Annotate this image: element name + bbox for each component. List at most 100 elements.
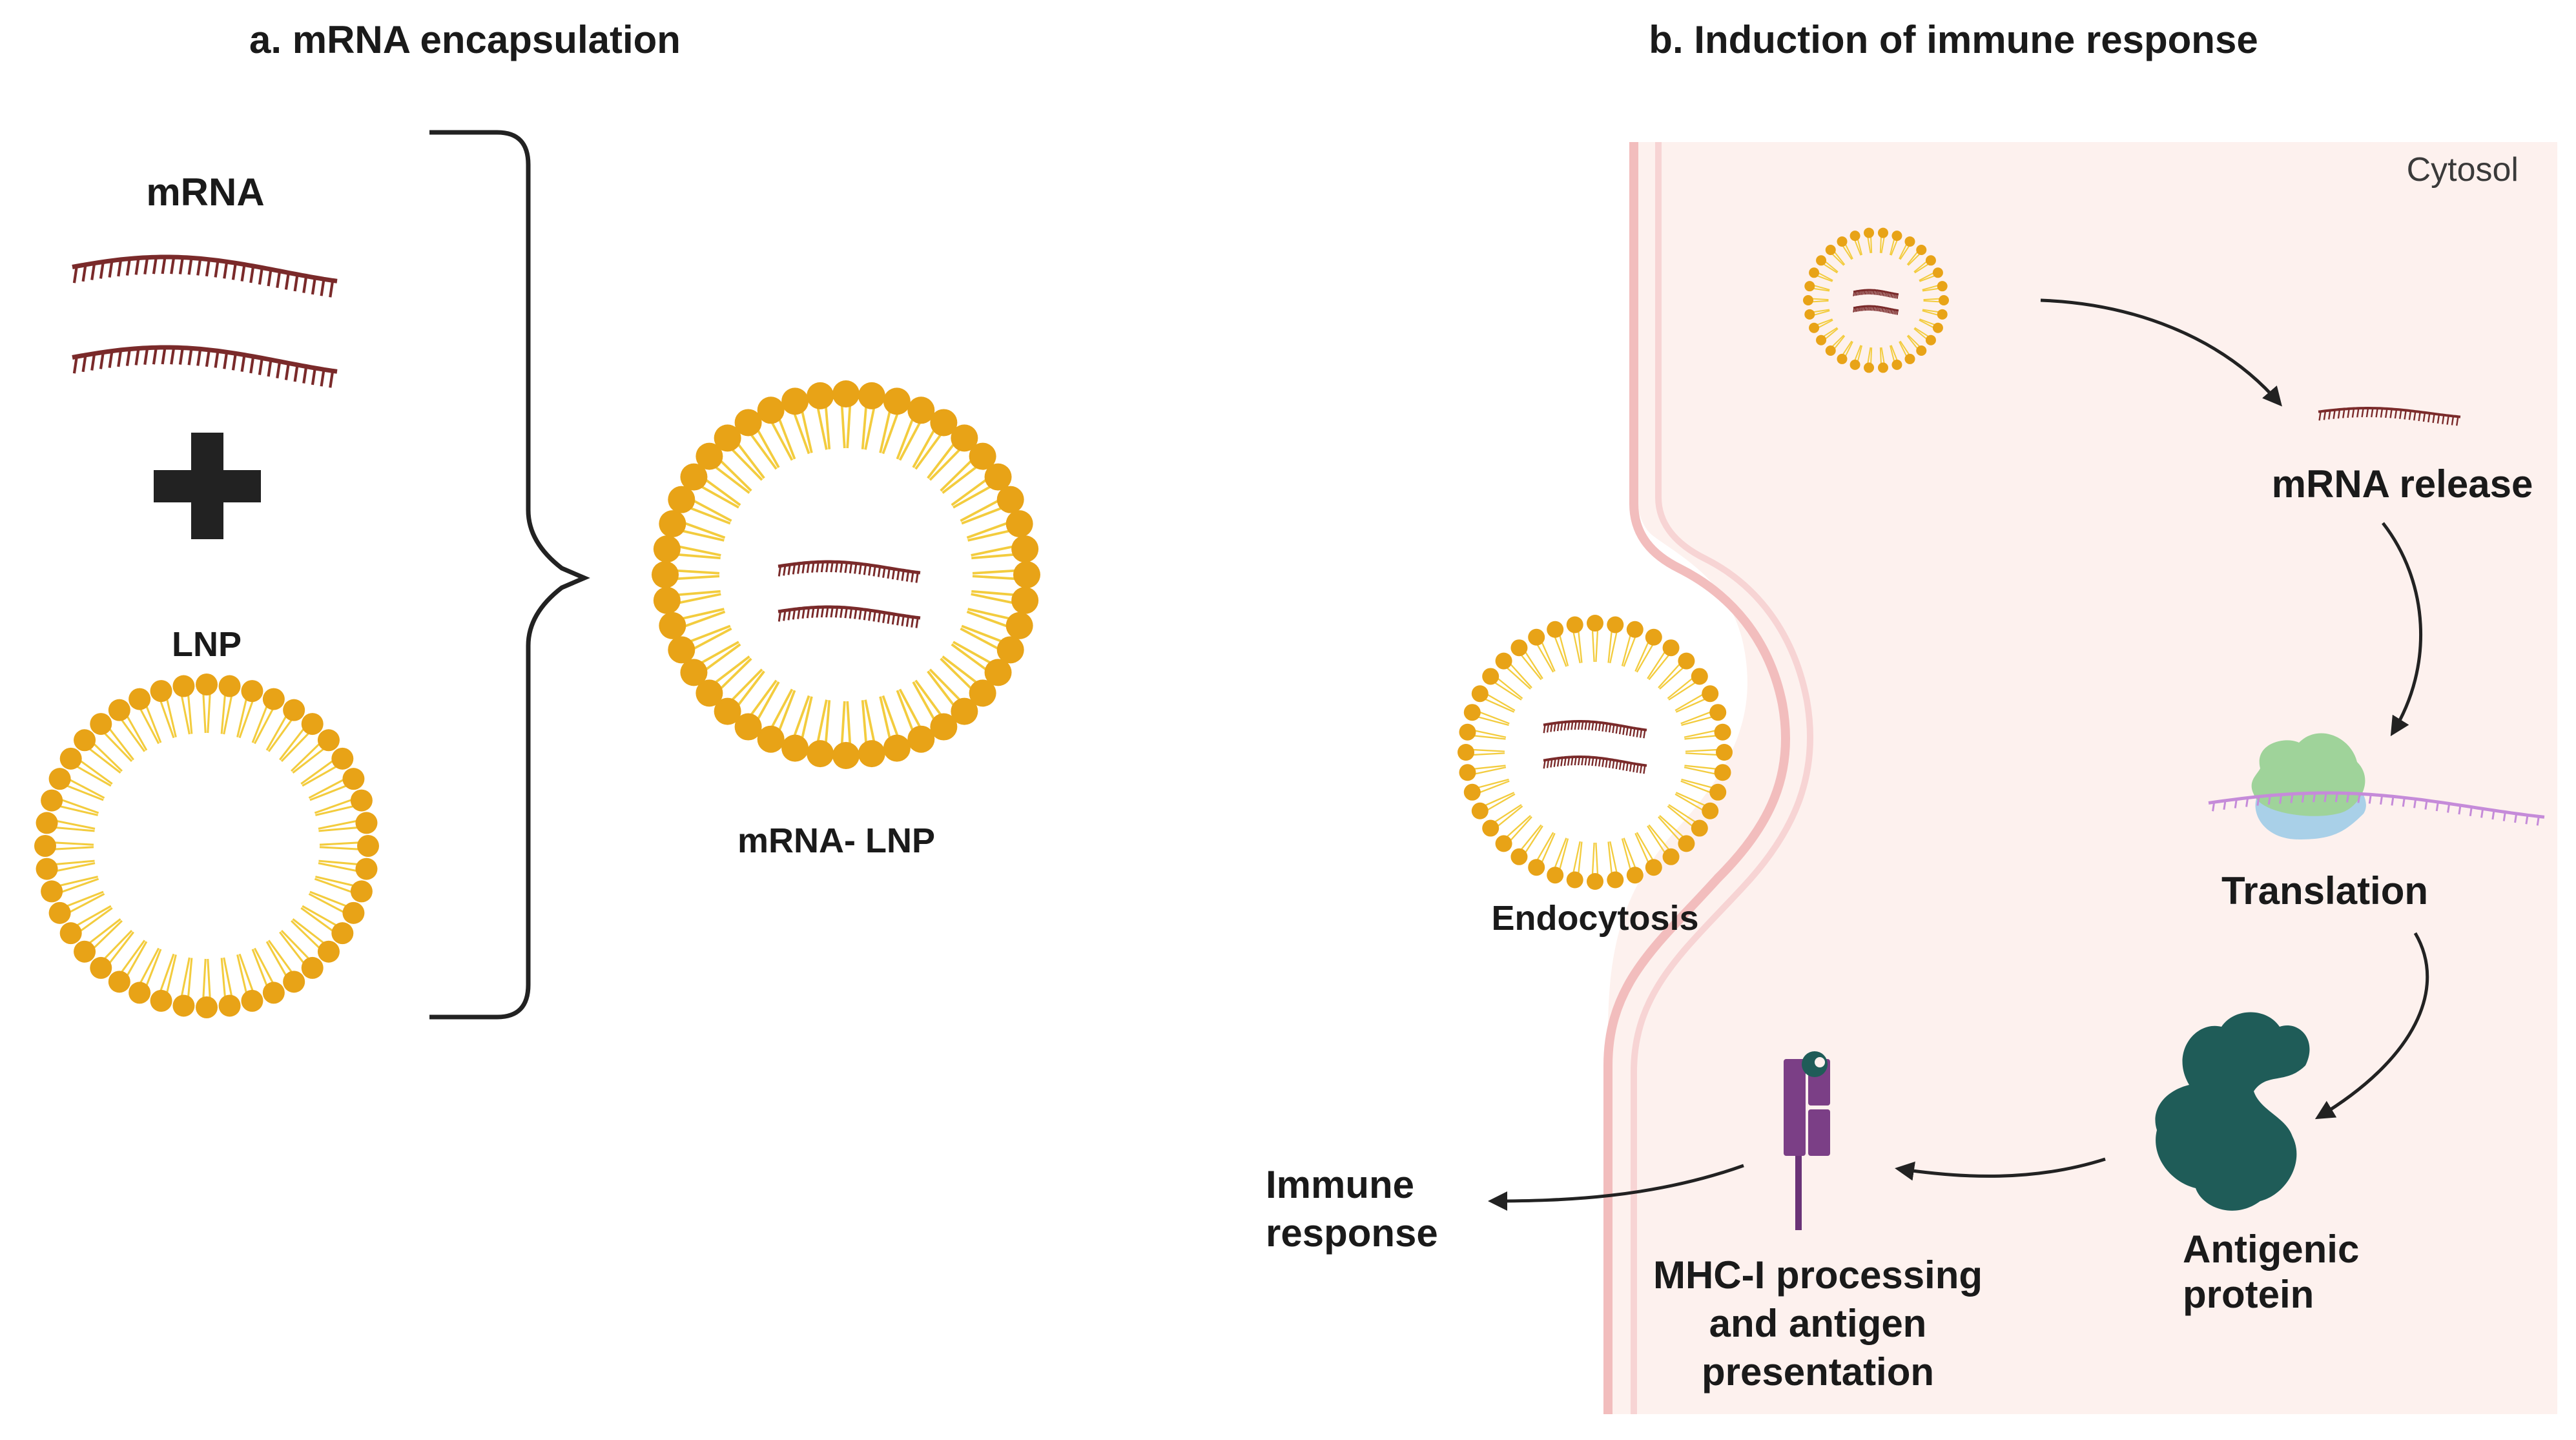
lipid-head	[1803, 295, 1813, 305]
mrna-base	[1563, 757, 1567, 766]
mrna-base	[2334, 792, 2338, 803]
mrna-base	[1550, 759, 1553, 768]
mrna-base	[1612, 724, 1615, 734]
mrna-strand	[72, 345, 338, 388]
lipid-head	[1816, 255, 1827, 266]
lipid-head	[951, 697, 978, 725]
mrna-base	[2536, 816, 2540, 826]
mrna-base	[2371, 407, 2374, 418]
lipid-head	[1626, 621, 1643, 638]
mrna-base	[820, 561, 825, 573]
mrna-base	[1608, 759, 1612, 768]
mrna-base	[1880, 307, 1882, 312]
mrna-base	[205, 349, 211, 367]
mrna-backbone	[778, 560, 921, 575]
mrna-base	[1602, 758, 1605, 767]
mrna-base	[2318, 411, 2322, 421]
mrna-strand	[1853, 289, 1899, 299]
lipid-head	[108, 971, 130, 993]
lipid-head	[680, 463, 708, 491]
mrna-base	[1896, 294, 1899, 299]
mrna-base	[143, 347, 149, 365]
mrna-base	[1878, 307, 1880, 312]
mrna-lnp-particle	[652, 380, 1040, 769]
mrna-base	[2456, 417, 2459, 426]
mrna-base	[117, 349, 123, 367]
cell-membrane	[1603, 142, 1814, 1414]
mrna-base	[863, 610, 867, 621]
lipid-head	[1825, 345, 1836, 356]
mrna-base	[1643, 730, 1646, 739]
mrna-base	[783, 610, 787, 621]
mrna-base	[1625, 762, 1629, 772]
mrna-base	[2356, 408, 2360, 418]
mrna-base	[887, 568, 891, 579]
mrna-base	[2502, 812, 2506, 821]
mrna-base	[2525, 815, 2529, 825]
mrna-base	[778, 566, 782, 577]
lipid-head	[301, 956, 324, 979]
mrna-base	[2458, 805, 2462, 815]
lipid-head	[1850, 359, 1860, 370]
mrna-base	[863, 564, 867, 575]
mrna-base	[825, 606, 829, 618]
lipid-head	[883, 734, 911, 762]
mrna-base	[2391, 796, 2395, 806]
lipid-head	[1626, 867, 1643, 884]
mrna-lnp-label: mRNA- LNP	[737, 821, 935, 860]
mrna-base	[152, 347, 158, 365]
mrna-base	[2447, 803, 2451, 813]
arrow-release-to-translation	[2382, 522, 2423, 737]
lipid-head	[357, 835, 379, 857]
mrna-backbone	[778, 605, 921, 620]
mrna-base	[1639, 729, 1643, 738]
mrna-base	[2394, 409, 2398, 419]
mrna-base	[1862, 306, 1864, 311]
mrna-base	[1636, 728, 1639, 737]
lipid-head	[1932, 322, 1943, 333]
mrna-base	[854, 563, 858, 574]
mrna-base	[178, 257, 184, 274]
lipid-head	[90, 956, 112, 979]
mrna-base	[1884, 307, 1887, 313]
mrna-base	[806, 562, 810, 573]
lipid-head	[1011, 535, 1039, 563]
lipid-head	[1566, 616, 1583, 633]
lipid-head	[1714, 764, 1731, 781]
mrna-base	[1868, 305, 1870, 311]
mrna-base	[2323, 411, 2327, 420]
lipid-head	[1837, 353, 1848, 364]
lipid-head	[1678, 835, 1695, 852]
lipid-head	[653, 586, 681, 614]
lnp-particle	[34, 674, 379, 1018]
mrna-backbone	[2318, 407, 2461, 418]
mrna-base	[840, 607, 843, 618]
lipid-head	[342, 901, 365, 924]
translation-label: Translation	[2221, 869, 2428, 912]
mrna-base	[1612, 759, 1615, 769]
mrna-base	[1560, 722, 1563, 731]
lipid-head	[1662, 848, 1680, 865]
mrna-base	[320, 278, 325, 296]
mrna-base	[2435, 801, 2439, 812]
antigenic-protein-label-line2: protein	[2183, 1273, 2314, 1316]
mrna-base	[1877, 290, 1879, 296]
lipid-head	[350, 880, 373, 903]
mrna-base	[276, 271, 282, 289]
lipid-head	[659, 612, 686, 639]
mrna-base	[1577, 756, 1581, 766]
mrna-base	[1884, 291, 1887, 297]
mrna-base	[2413, 411, 2416, 421]
lipid-head	[1547, 867, 1564, 884]
mrna-base	[1587, 721, 1591, 730]
lipid-head	[1566, 871, 1583, 889]
mrna-base	[801, 562, 805, 574]
lipid-head	[668, 636, 696, 664]
lipid-head	[832, 380, 860, 407]
mrna-base	[178, 347, 184, 365]
mrna-base	[196, 349, 202, 366]
mrna-base	[858, 564, 862, 575]
mrna-base	[868, 565, 872, 576]
mrna-base	[2404, 410, 2407, 420]
